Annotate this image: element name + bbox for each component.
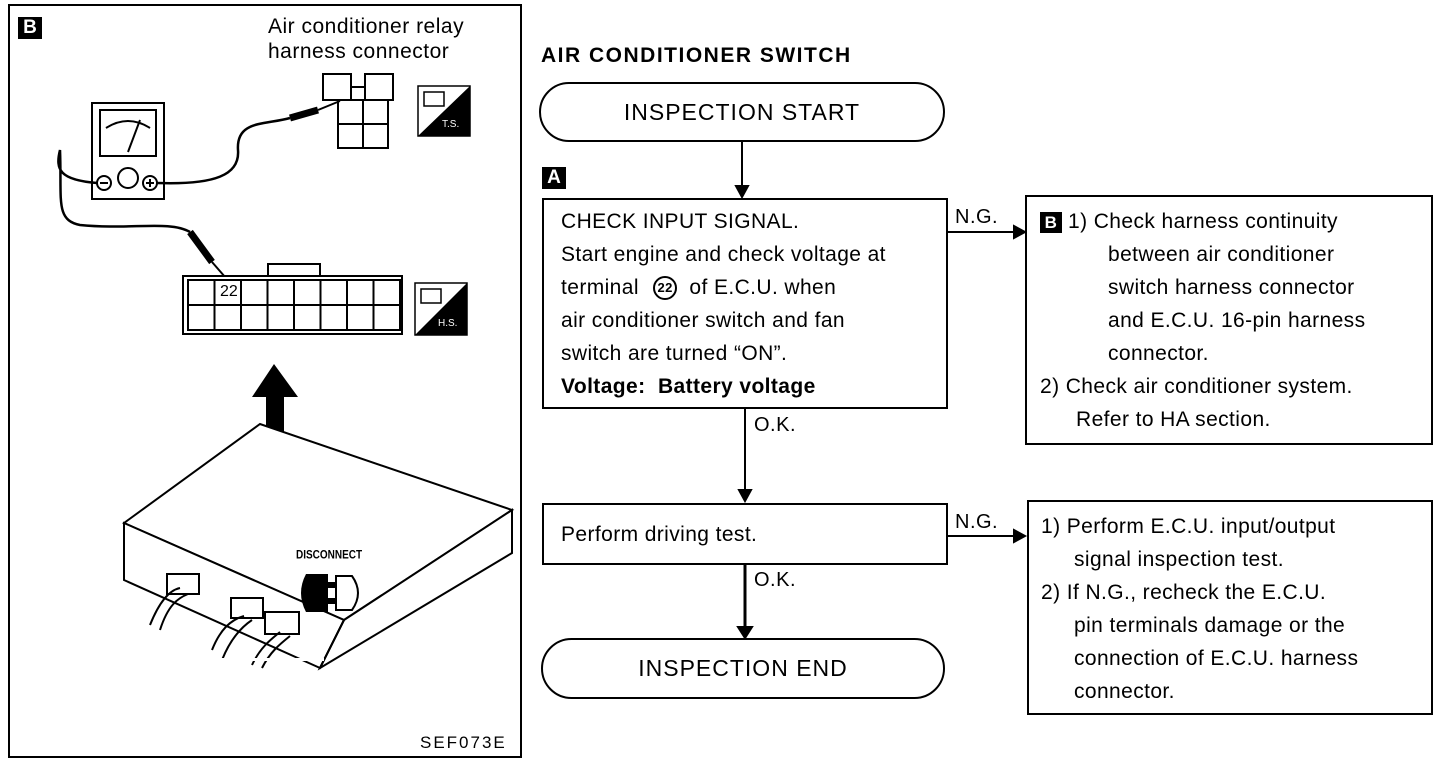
connector-pin [266, 304, 295, 331]
step-a-line-5: switch are turned “ON”. [561, 342, 788, 365]
remedy-a-item-1-line-4: and E.C.U. 16-pin harness [1108, 309, 1366, 332]
step-a-line-2: Start engine and check voltage at [561, 243, 886, 266]
remedy-a-item-1-line-3: switch harness connector [1108, 276, 1355, 299]
connector-pin [372, 304, 401, 331]
connector-pin [293, 279, 322, 306]
inspection-start: INSPECTION START [539, 82, 945, 142]
harness-plugs-icon [149, 573, 300, 669]
terminal-circled-icon: 22 [653, 276, 678, 301]
step-b-ok-label: O.K. [754, 569, 797, 591]
ts-tag-label: T.S. [442, 119, 460, 130]
connector-pin [240, 279, 269, 306]
multimeter-icon [91, 102, 165, 200]
check-input-signal-box: CHECK INPUT SIGNAL. Start engine and che… [542, 198, 948, 409]
remedy-b-item-2-line-3: connection of E.C.U. harness [1074, 647, 1359, 670]
ecu-unit-icon [122, 422, 515, 671]
disconnect-label: DISCONNECT [296, 548, 363, 563]
voltage-spec: Voltage: Battery voltage [561, 375, 816, 398]
step-a-tag: A [542, 167, 566, 189]
connector-pin [293, 304, 322, 331]
remedy-b-item-1-line-2: signal inspection test. [1074, 548, 1284, 571]
driving-test-text: Perform driving test. [561, 523, 758, 546]
remedy-a-item-1-line-2: between air conditioner [1108, 243, 1335, 266]
remedy-a-item-1-line-5: connector. [1108, 342, 1209, 365]
remedy-b-item-2-line-2: pin terminals damage or the [1074, 614, 1346, 637]
relay-connector-icon [322, 73, 394, 149]
remedy-a-item-2: 2) Check air conditioner system. [1040, 375, 1353, 398]
connector-pin [187, 304, 216, 331]
figure-code: SEF073E [420, 733, 507, 752]
disconnect-icon [301, 574, 359, 612]
section-tag-b: B [18, 17, 42, 39]
ts-tag-icon [417, 85, 471, 137]
step-b-ng-label: N.G. [955, 511, 999, 533]
remedy-a-tag: B [1040, 211, 1062, 233]
remedy-b-item-1: 1) Perform E.C.U. input/output [1041, 515, 1336, 538]
terminal-22-label: 22 [220, 283, 238, 300]
remedy-b-item-2: 2) If N.G., recheck the E.C.U. [1041, 581, 1327, 604]
inspection-end: INSPECTION END [541, 638, 945, 699]
ecu-connector-icon [182, 263, 403, 335]
step-a-ng-label: N.G. [955, 206, 999, 228]
driving-test-box: Perform driving test. [542, 503, 948, 565]
step-a-ok-label: O.K. [754, 414, 797, 436]
relay-connector-label-1: Air conditioner relay [268, 15, 465, 38]
connector-pin [240, 304, 269, 331]
relay-connector-label-2: harness connector [268, 40, 450, 63]
illustration-panel [8, 4, 522, 758]
hs-tag-label: H.S. [438, 318, 458, 329]
remedy-a-item-2-line-2: Refer to HA section. [1076, 408, 1271, 431]
step-a-line-3: terminal 22 of E.C.U. when [561, 276, 837, 301]
step-a-line-4: air conditioner switch and fan [561, 309, 845, 332]
remedy-b-item-2-line-4: connector. [1074, 680, 1175, 703]
step-a-line-1: CHECK INPUT SIGNAL. [561, 210, 800, 233]
flowchart-title: AIR CONDITIONER SWITCH [541, 44, 852, 67]
hs-tag-icon [414, 282, 468, 336]
remedy-b-box: 1) Perform E.C.U. input/output signal in… [1027, 500, 1433, 715]
